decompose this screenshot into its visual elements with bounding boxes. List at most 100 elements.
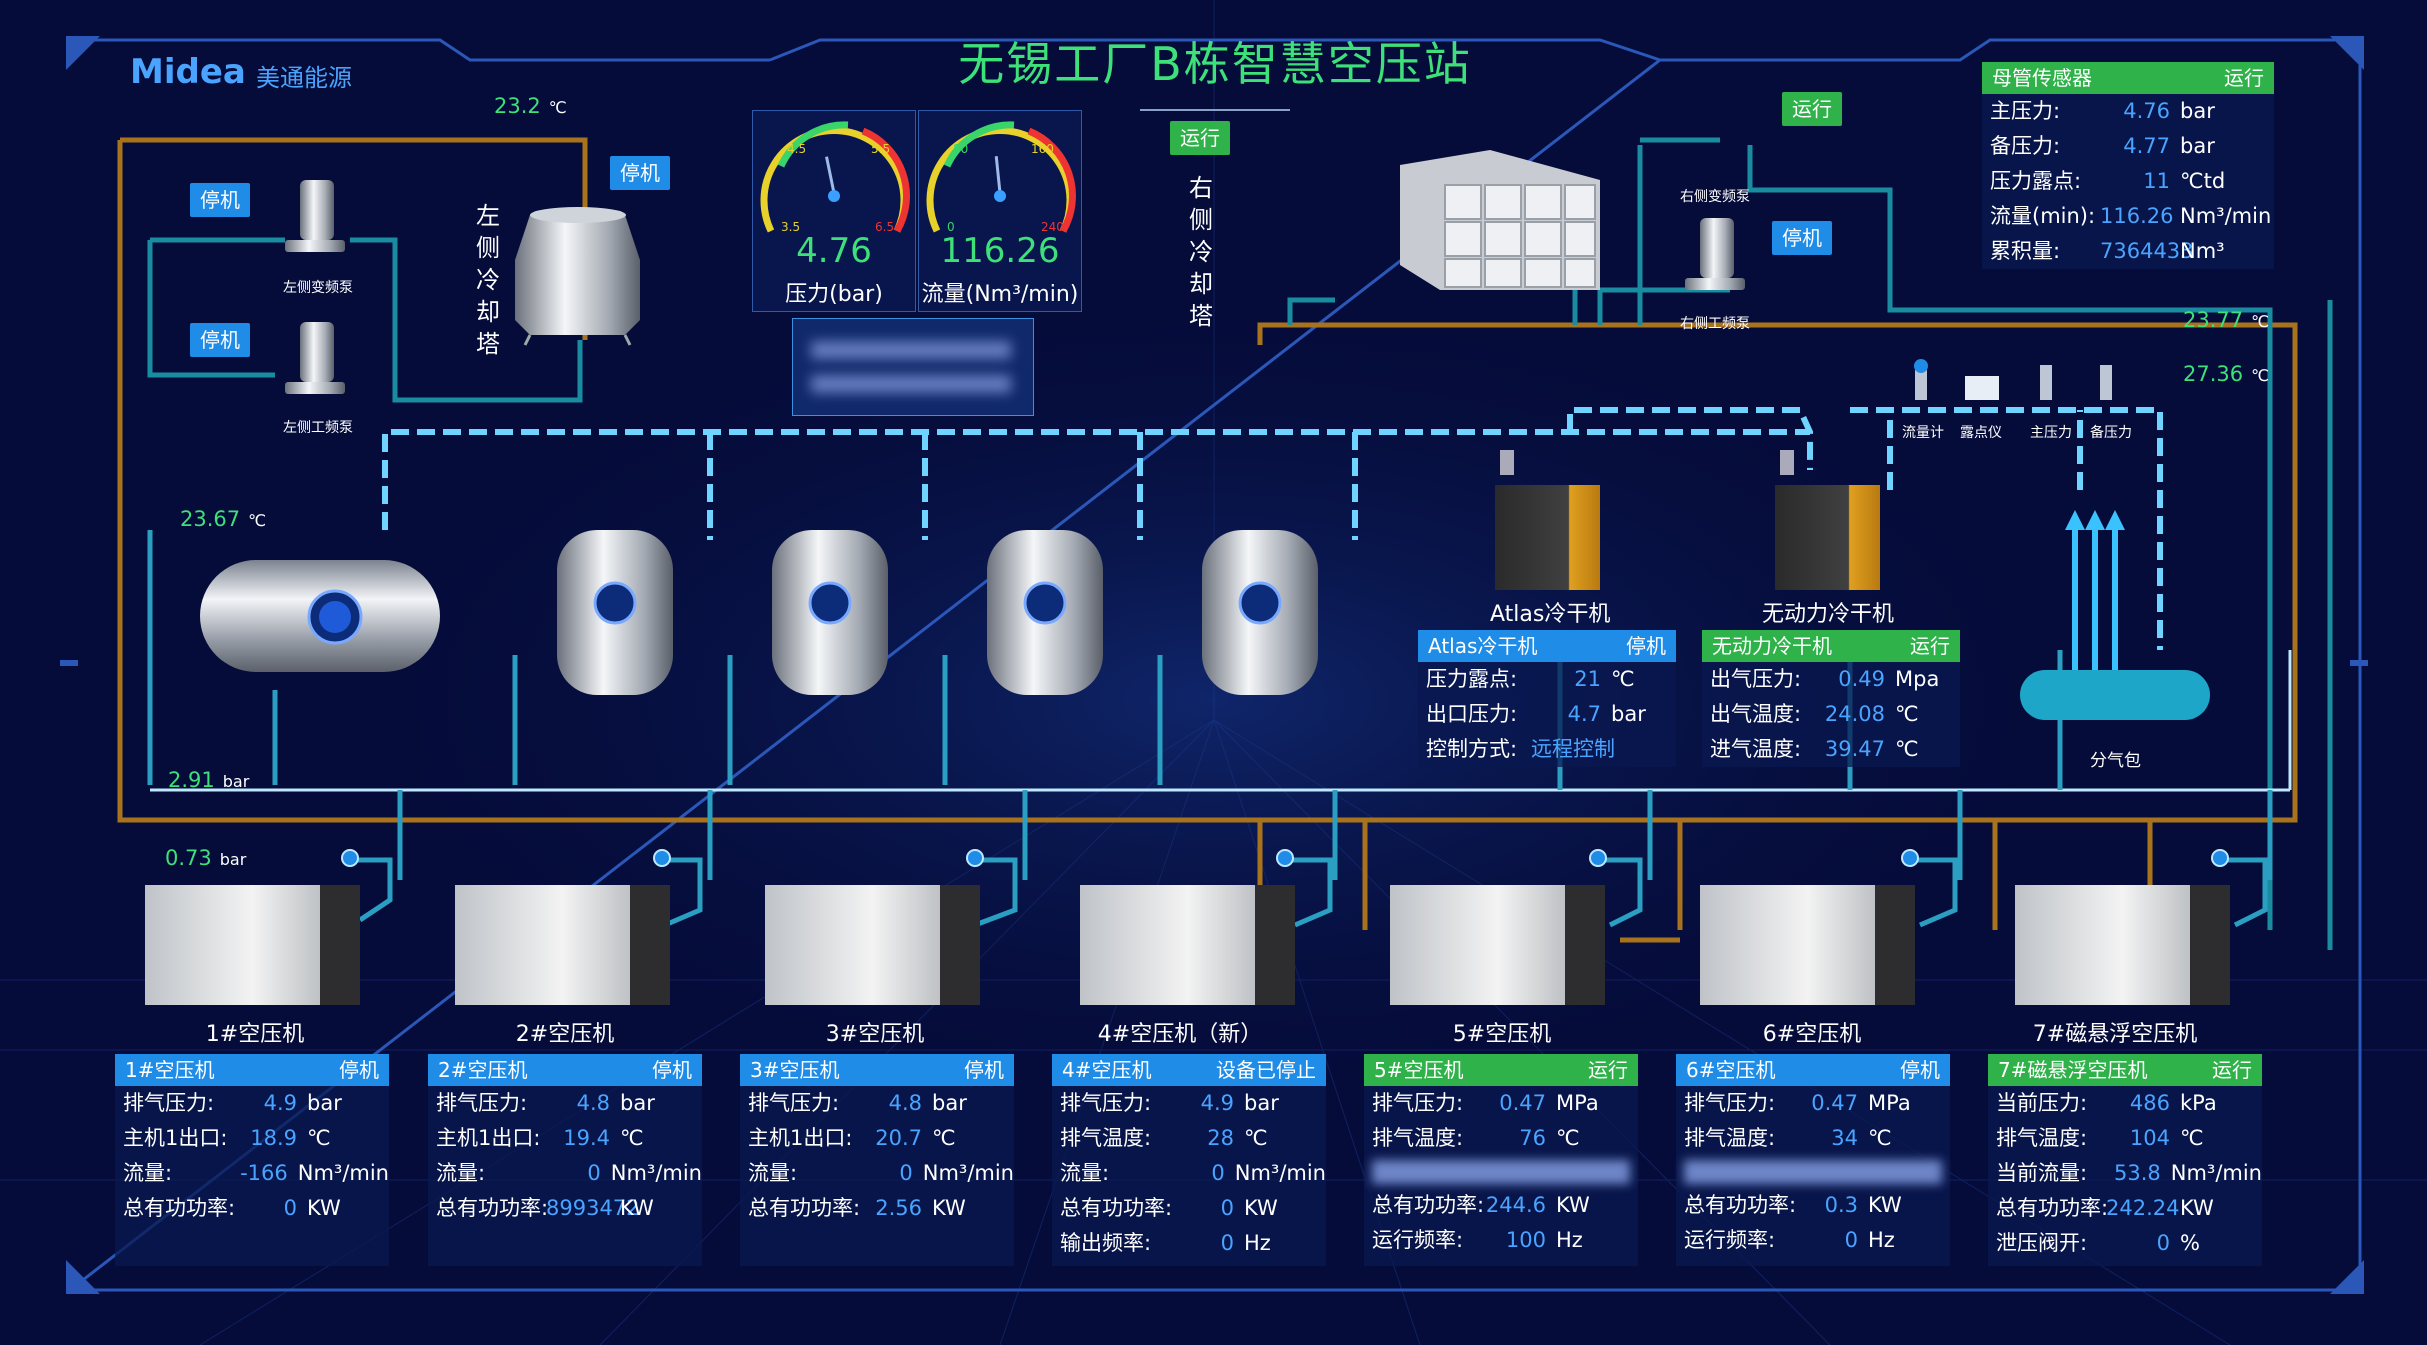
- panel-row: 压力露点:11℃td: [1982, 164, 2274, 199]
- dew-point-meter-label: 露点仪: [1960, 425, 2002, 441]
- left-tower-label: 左侧冷却塔: [476, 202, 500, 358]
- row-value[interactable]: 远程控制: [1531, 737, 1615, 761]
- dryer-panel-header: 无动力冷干机运行: [1702, 630, 1960, 662]
- row-key: 总有功功率:: [1060, 1196, 1173, 1220]
- row-unit: bar: [932, 1091, 967, 1115]
- right-temp-2: 27.36℃: [2183, 362, 2270, 386]
- row-unit: bar: [1244, 1091, 1279, 1115]
- flow-gauge-dial: 0 80 160 240: [926, 121, 1076, 234]
- main-air-tank-shape: [200, 560, 440, 672]
- compressor-panel-status[interactable]: 停机: [339, 1058, 379, 1082]
- row-key: 排气压力:: [1060, 1091, 1152, 1115]
- row-value: 24.08: [1824, 702, 1885, 726]
- right-pump-status[interactable]: 停机: [1772, 221, 1832, 255]
- gauge-tick: 80: [953, 142, 968, 156]
- dryer-panel-status[interactable]: 运行: [1910, 634, 1950, 658]
- row-value: 0: [2156, 1231, 2170, 1255]
- row-unit: Nm³/min: [2180, 204, 2272, 228]
- compressor-panel-status[interactable]: 停机: [652, 1058, 692, 1082]
- row-value: 0: [1844, 1228, 1858, 1252]
- compressor-panel-header: 7#磁悬浮空压机运行: [1988, 1054, 2262, 1086]
- compressor-panel-status[interactable]: 停机: [964, 1058, 1004, 1082]
- row-value: 53.8: [2113, 1161, 2161, 1185]
- compressor-panel-status[interactable]: 停机: [1900, 1058, 1940, 1082]
- row-value: 0: [587, 1161, 601, 1185]
- row-key: 总有功功率:: [1372, 1193, 1485, 1217]
- row-value: 0: [283, 1196, 297, 1220]
- row-unit: ℃: [1895, 737, 1919, 761]
- left-cooling-tower-shape: [515, 207, 640, 346]
- row-key: 总有功功率:: [436, 1196, 549, 1220]
- row-key: 流量:: [1060, 1161, 1110, 1185]
- row-unit: Hz: [1244, 1231, 1271, 1255]
- compressor-panel-header: 1#空压机停机: [115, 1054, 389, 1086]
- right-variable-pump-label: 右侧变频泵: [1680, 189, 1750, 205]
- row-value: 20.7: [875, 1126, 922, 1150]
- row-key: 出气温度:: [1710, 702, 1802, 726]
- panel-row: [1372, 1160, 1630, 1184]
- compressors-shape: [145, 885, 2230, 1005]
- left-pump-2-status[interactable]: 停机: [190, 323, 250, 357]
- compressor-panel-title: 6#空压机: [1686, 1058, 1776, 1082]
- manifold-label: 分气包: [2090, 751, 2141, 771]
- row-value: 0: [899, 1161, 913, 1185]
- row-key: 排气压力:: [123, 1091, 215, 1115]
- row-key: 流量(min):: [1990, 204, 2096, 228]
- unpowered-dryer-label: 无动力冷干机: [1762, 602, 1895, 627]
- row-unit: Nm³/min: [2170, 1161, 2262, 1185]
- row-unit: MPa: [1556, 1091, 1599, 1115]
- row-value: [1490, 1160, 1554, 1184]
- row-value: 0.49: [1838, 667, 1885, 691]
- sensor-shapes: [1914, 359, 2112, 400]
- compressor-panel-status[interactable]: 运行: [1588, 1058, 1628, 1082]
- gauge-tick: 3.5: [781, 220, 800, 234]
- row-value: 2.56: [875, 1196, 922, 1220]
- row-unit: KW: [1868, 1193, 1902, 1217]
- compressor-panel-status[interactable]: 设备已停止: [1216, 1058, 1316, 1082]
- right-top-status[interactable]: 运行: [1782, 92, 1842, 126]
- pressure-gauge-value: 4.76: [796, 231, 872, 271]
- row-unit: ℃td: [2180, 169, 2226, 193]
- flow-meter-label: 流量计: [1902, 425, 1944, 441]
- panel-row: 主机1出口:20.7℃: [740, 1121, 1014, 1156]
- row-key: 排气温度:: [1060, 1126, 1152, 1150]
- compressor-panel-header: 6#空压机 停机: [1676, 1054, 1950, 1086]
- row-key: 总有功功率:: [748, 1196, 861, 1220]
- row-unit: bar: [620, 1091, 655, 1115]
- row-unit: ℃: [620, 1126, 644, 1150]
- right-tower-status[interactable]: 运行: [1170, 121, 1230, 155]
- compressor-panel-header: 4#空压机 设备已停止: [1052, 1054, 1326, 1086]
- left-tower-status[interactable]: 停机: [610, 156, 670, 190]
- row-value: 4.8: [888, 1091, 922, 1115]
- row-key: 主机1出口:: [123, 1126, 228, 1150]
- row-key: 流量:: [123, 1161, 173, 1185]
- row-unit: Nm³/min: [1234, 1161, 1326, 1185]
- dryer-panel-title: Atlas冷干机: [1428, 634, 1538, 658]
- row-key: [1380, 1160, 1490, 1184]
- row-value: 242.24: [2106, 1196, 2180, 1220]
- row-key: 主机1出口:: [748, 1126, 853, 1150]
- compressor-4-label: 4#空压机（新）: [1097, 1022, 1263, 1047]
- left-pump-1-status[interactable]: 停机: [190, 183, 250, 217]
- compressor-panel-status[interactable]: 运行: [2212, 1058, 2252, 1082]
- right-temp-1: 23.77℃: [2183, 308, 2270, 332]
- row-unit: Nm³/min: [610, 1161, 702, 1185]
- row-key: 排气温度:: [1684, 1126, 1776, 1150]
- row-key: 主机1出口:: [436, 1126, 541, 1150]
- row-key: 累积量:: [1990, 239, 2061, 263]
- dryer-panel-status[interactable]: 停机: [1626, 634, 1666, 658]
- main-pipe-sensor-status[interactable]: 运行: [2224, 66, 2264, 90]
- compressor-panel-title: 4#空压机: [1062, 1058, 1152, 1082]
